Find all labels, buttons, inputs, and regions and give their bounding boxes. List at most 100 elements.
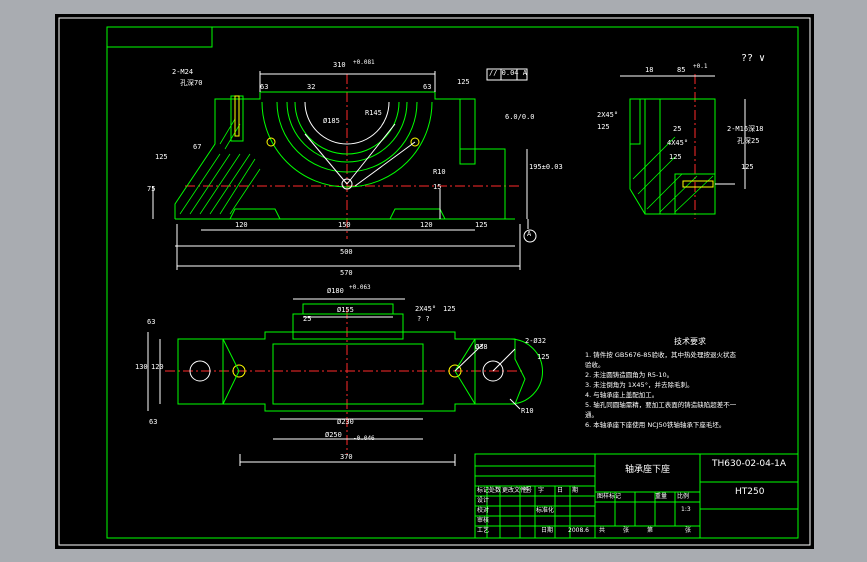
tech-req-item-1: 1. 铸件按 GB5676-85验收，其中热处理按退火状态 [585, 351, 736, 359]
scale: 1:3 [681, 506, 691, 513]
side-rough-c: 125 [741, 163, 754, 171]
dim-32: 32 [307, 83, 316, 91]
tech-req-item-6: 6. 本轴承座下座使用 NCJ50铁轴轴承下座毛坯。 [585, 421, 726, 429]
front-view [152, 68, 537, 270]
hdr-label-3: 签 [523, 487, 530, 494]
plan-view [147, 298, 543, 466]
tol-frame: // 0.04 A [489, 69, 527, 77]
dim-185: Ø185 [323, 117, 340, 125]
tech-req-item-5b: 通。 [585, 411, 598, 419]
date-label: 日期 [541, 527, 554, 534]
chamfer-4x45: 4X45° [667, 139, 689, 147]
dim-67: 67 [193, 143, 202, 151]
dim-150: 150 [338, 221, 351, 229]
bottom-label-2: 第 [647, 527, 654, 534]
dim-15: 15 [433, 183, 442, 191]
row-label-0: 设计 [477, 497, 490, 504]
outer-frame [58, 17, 811, 546]
side-rough-b: 125 [669, 153, 682, 161]
title-block [474, 453, 799, 539]
drawing-canvas [58, 17, 811, 546]
row-label-2: 审核 [477, 517, 490, 524]
hdr-label-1: 处数 [489, 487, 502, 494]
part-name: 轴承座下座 [625, 465, 671, 475]
bottom-rough-a: 63 [147, 318, 156, 326]
dim-r10-bottom: R10 [521, 407, 534, 415]
hdr-label-6: 期 [572, 487, 579, 494]
drawing-number: TH630-02-04-1A [712, 459, 786, 469]
dim-120-left: 120 [235, 221, 248, 229]
side-rough-a: 125 [597, 123, 610, 131]
std-label: 标准化 [536, 507, 555, 514]
dim-120: 120 [151, 363, 164, 371]
dim-370: 370 [340, 453, 353, 461]
dim-120-right: 120 [420, 221, 433, 229]
dim-r145: R145 [365, 109, 382, 117]
dim-310-tol: +0.081 [353, 59, 375, 66]
dim-r10: R10 [433, 168, 446, 176]
tech-req-item-4: 4. 与轴承座上盖配加工。 [585, 391, 659, 399]
hdr-label-0: 标记 [477, 487, 490, 494]
dim-250-tol: -0.046 [353, 435, 375, 442]
chamfer-2x45: 2X45° [597, 111, 619, 119]
dim-m16-depth: 孔深25 [737, 137, 760, 145]
dim-230: Ø230 [337, 418, 354, 426]
datum-a: A [527, 230, 532, 238]
tech-req-item-2: 2. 未注圆铸造圆角为 R5-10。 [585, 371, 674, 379]
tech-req-title: 技术要求 [674, 337, 706, 346]
bottom-rough-b: 63 [149, 418, 158, 426]
material: HT250 [735, 487, 765, 497]
inner-frame [106, 26, 799, 539]
rough-63a: 63 [260, 83, 269, 91]
dim-500: 500 [340, 248, 353, 256]
dim-85: 85 [677, 66, 686, 74]
bottom-rough-c: 125 [537, 353, 550, 361]
dim-130: 130 [135, 363, 148, 371]
dim-6: 6.0/0.0 [505, 113, 535, 121]
dim-195: 195±0.03 [529, 163, 563, 171]
stage-label-1: 重量 [655, 493, 668, 500]
stage-label-0: 图样标记 [597, 493, 622, 500]
side-rough-d: 25 [673, 125, 682, 133]
bottom-label-3: 张 [685, 527, 692, 534]
dim-250: Ø250 [325, 431, 342, 439]
bottom-chamfer: 2X45° [415, 305, 437, 313]
side-view [620, 74, 746, 219]
dim-310: 310 [333, 61, 346, 69]
dim-155: Ø155 [337, 306, 354, 314]
dim-75: 75 [147, 185, 156, 193]
tech-req-item-1b: 验收。 [585, 361, 605, 369]
date: 2008.6 [568, 527, 589, 534]
bottom-rough-e: 125 [443, 305, 456, 313]
dim-2x32: 2-Ø32 [525, 337, 547, 345]
dim-m24-depth: 孔深70 [180, 79, 203, 87]
hdr-label-4: 字 [538, 487, 545, 494]
cad-viewport[interactable]: 310 +0.081 500 570 120 150 120 67 75 125… [55, 14, 814, 549]
dim-85-tol: +0.1 [693, 63, 708, 70]
hdr-label-2: 更改文件号 [502, 487, 533, 494]
rough-125b: 125 [457, 78, 470, 86]
row-label-1: 校对 [477, 507, 490, 514]
dim-18: 18 [645, 66, 654, 74]
bottom-label-0: 共 [599, 527, 606, 534]
rough-125c: 125 [475, 221, 488, 229]
hdr-label-5: 日 [557, 487, 564, 494]
tech-requirements: 技术要求 1. 铸件按 GB5676-85验收，其中热处理按退火状态 验收。 2… [585, 336, 795, 430]
bottom-rough-d: 25 [303, 315, 312, 323]
dim-m24: 2-M24 [172, 68, 194, 76]
dim-m16: 2-M16深18 [727, 125, 764, 133]
rough-63b: 63 [423, 83, 432, 91]
stage-label-2: 比例 [677, 493, 690, 500]
dim-38: Ø38 [475, 343, 488, 351]
bottom-chamfer-q: ? ? [417, 315, 430, 323]
tech-req-item-5: 5. 轴孔同圆轴需精，要加工表面的铸造缺陷超差不一 [585, 401, 737, 409]
dim-180: Ø180 [327, 287, 344, 295]
dim-180-tol: +0.063 [349, 284, 371, 291]
tech-req-item-3: 3. 未注倒角为 1X45°，并去除毛刺。 [585, 381, 694, 389]
corner-box [106, 26, 213, 48]
bottom-label-1: 张 [623, 527, 630, 534]
rough-125a: 125 [155, 153, 168, 161]
dim-570: 570 [340, 269, 353, 277]
row-label-3: 工艺 [477, 527, 490, 534]
annotations: 310 +0.081 500 570 120 150 120 67 75 125… [55, 14, 814, 549]
